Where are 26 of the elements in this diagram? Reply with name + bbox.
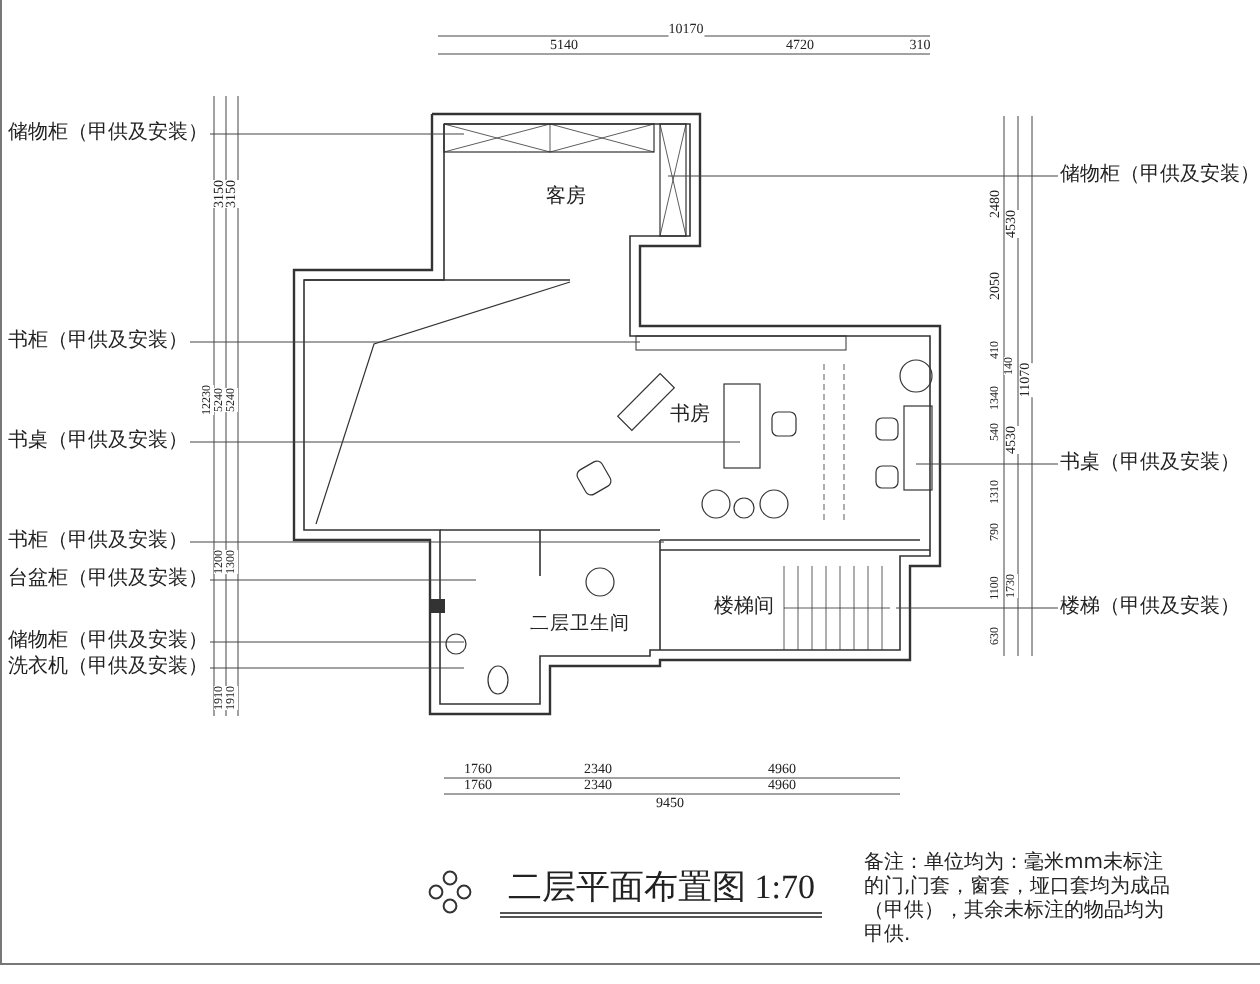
drawing-title: 二层平面布置图 1:70	[500, 864, 823, 918]
note-text: 备注：单位均为：毫米mm未标注的门,门套，窗套，垭口套均为成品（甲供），其余未标注的物品均为甲供.	[864, 852, 1173, 948]
room-label: 书房	[670, 406, 710, 426]
room-label: 楼梯间	[714, 598, 774, 618]
leader-line	[895, 607, 1059, 609]
leader-line	[209, 579, 477, 581]
leader-label: 洗衣机（甲供及安装）	[8, 656, 208, 680]
leader-line	[189, 441, 741, 443]
leader-label: 书柜（甲供及安装）	[8, 530, 188, 554]
room-label: 二层卫生间	[530, 614, 630, 634]
leader-label: 书桌（甲供及安装）	[1060, 452, 1240, 476]
leader-line	[189, 541, 665, 543]
leader-line	[915, 463, 1059, 465]
leader-label: 书柜（甲供及安装）	[8, 330, 188, 354]
leader-line	[667, 175, 1059, 177]
leader-label: 书桌（甲供及安装）	[8, 430, 188, 454]
leader-line	[189, 341, 641, 343]
leader-label: 储物柜（甲供及安装）	[8, 122, 208, 146]
leader-label: 储物柜（甲供及安装）	[8, 630, 208, 654]
leader-line	[209, 133, 465, 135]
room-label: 客房	[546, 188, 586, 208]
leader-label: 楼梯（甲供及安装）	[1060, 596, 1240, 620]
leader-label: 储物柜（甲供及安装）	[1060, 164, 1260, 188]
leader-line	[209, 667, 465, 669]
leader-label: 台盆柜（甲供及安装）	[8, 568, 208, 592]
leader-line	[209, 641, 465, 643]
